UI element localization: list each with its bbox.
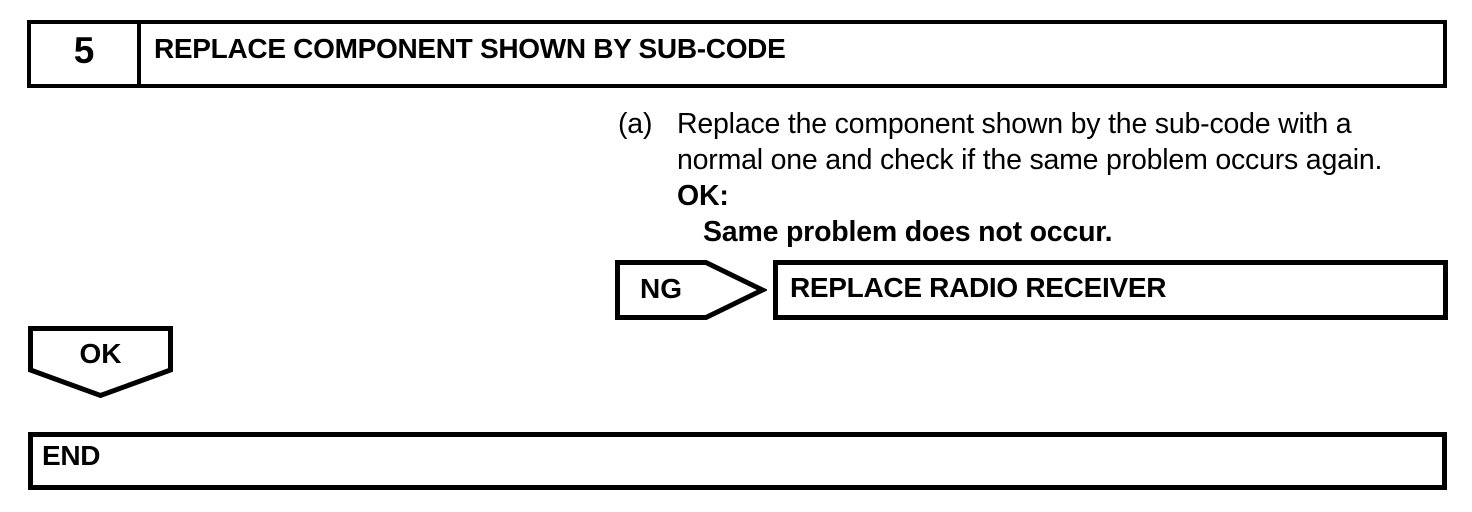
instruction-block: (a) Replace the component shown by the s…: [618, 106, 1458, 250]
ok-connector-label: OK: [79, 338, 122, 369]
ok-criteria-label: OK:: [677, 180, 729, 212]
step-number: 5: [31, 24, 141, 84]
ng-arrow-right-icon: [615, 260, 767, 320]
ng-connector-label: NG: [640, 272, 682, 304]
instruction-item: (a) Replace the component shown by the s…: [618, 106, 1458, 250]
ok-connector: OK: [28, 326, 173, 399]
end-box: END: [28, 432, 1447, 490]
instruction-line-2: normal one and check if the same problem…: [677, 144, 1383, 176]
step-title: REPLACE COMPONENT SHOWN BY SUB-CODE: [154, 33, 786, 64]
end-label: END: [42, 440, 101, 471]
step-header: 5 REPLACE COMPONENT SHOWN BY SUB-CODE: [27, 20, 1447, 88]
ok-arrow-down-icon: [28, 326, 173, 399]
instruction-line-1: Replace the component shown by the sub-c…: [677, 108, 1352, 140]
ng-connector: NG: [615, 260, 767, 320]
ok-criteria-condition: Same problem does not occur.: [703, 216, 1113, 248]
instruction-item-label: (a): [618, 108, 653, 140]
instruction-text: Replace the component shown by the sub-c…: [677, 106, 1458, 250]
ng-action-box: REPLACE RADIO RECEIVER: [773, 260, 1448, 320]
ng-action-label: REPLACE RADIO RECEIVER: [790, 272, 1167, 303]
